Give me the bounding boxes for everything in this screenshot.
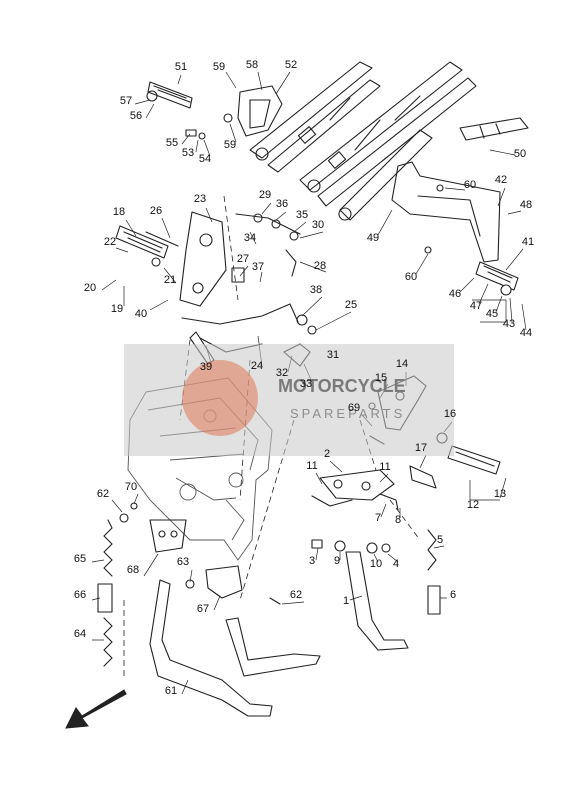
part-number-label: 32	[276, 367, 288, 379]
part-number-label: 59	[213, 61, 225, 73]
frame-rails	[249, 61, 477, 221]
part-number-label: 36	[276, 198, 288, 210]
part-number-label: 62	[97, 488, 109, 500]
part-number-label: 8	[395, 514, 401, 526]
part-number-label: 15	[375, 372, 387, 384]
part-number-label: 26	[150, 205, 162, 217]
part-number-label: 37	[252, 261, 264, 273]
part-number-label: 42	[495, 174, 507, 186]
part-number-label: 5	[437, 534, 443, 546]
part-number-label: 31	[327, 349, 339, 361]
part-number-label: 62	[290, 589, 302, 601]
part-number-label: 21	[164, 274, 176, 286]
part-number-label: 58	[246, 59, 258, 71]
part-number-label: 18	[113, 206, 125, 218]
part-number-label: 61	[165, 685, 177, 697]
part-number-label: 41	[522, 236, 534, 248]
rear-footrest-left	[134, 71, 291, 157]
part-number-label: 11	[306, 460, 317, 472]
direction-arrow-icon	[65, 689, 127, 729]
part-number-label: 43	[503, 318, 515, 330]
part-number-label: 20	[84, 282, 96, 294]
part-number-label: 60	[405, 271, 417, 283]
part-number-label: 46	[449, 288, 461, 300]
part-number-label: 35	[296, 209, 308, 221]
part-number-label: 7	[375, 512, 381, 524]
part-number-label: 2	[324, 448, 330, 460]
part-number-label: 50	[514, 148, 526, 160]
part-number-label: 45	[486, 308, 498, 320]
part-number-label: 16	[444, 408, 456, 420]
part-number-label: 67	[197, 603, 209, 615]
part-number-label: 33	[300, 378, 312, 390]
part-number-label: 56	[130, 110, 142, 122]
part-number-label: 39	[200, 361, 212, 373]
part-number-label: 49	[367, 232, 379, 244]
part-number-label: 54	[199, 153, 211, 165]
part-number-label: 29	[259, 189, 271, 201]
part-number-label: 68	[127, 564, 139, 576]
part-number-label: 27	[237, 253, 249, 265]
part-number-label: 63	[177, 556, 189, 568]
part-number-label: 53	[182, 147, 194, 159]
rear-footrest-right	[377, 117, 529, 331]
part-number-label: 22	[104, 236, 116, 248]
part-number-label: 25	[345, 299, 357, 311]
part-number-label: 51	[175, 61, 187, 73]
part-number-label: 47	[470, 300, 482, 312]
part-number-label: 59	[224, 139, 236, 151]
watermark-title: MOTORCYCLE	[278, 376, 406, 396]
part-number-label: 12	[467, 499, 479, 511]
part-number-label: 34	[244, 232, 256, 244]
part-number-label: 65	[74, 553, 86, 565]
part-number-label: 40	[135, 308, 147, 320]
part-number-label: 4	[393, 558, 399, 570]
part-number-label: 48	[520, 199, 532, 211]
part-number-label: 30	[312, 219, 324, 231]
part-number-label: 70	[125, 481, 137, 493]
part-number-label: 23	[194, 193, 206, 205]
part-number-label: 13	[494, 488, 506, 500]
part-number-label: 24	[251, 360, 263, 372]
part-number-label: 38	[310, 284, 322, 296]
part-number-label: 69	[348, 402, 360, 414]
part-number-label: 55	[166, 137, 178, 149]
part-number-label: 44	[520, 327, 532, 339]
watermark: MOTORCYCLE SPAREPARTS	[124, 344, 454, 456]
part-number-label: 19	[111, 303, 123, 315]
part-number-label: 11	[379, 461, 390, 473]
part-number-label: 28	[314, 260, 326, 272]
part-number-label: 52	[285, 59, 297, 71]
part-number-label: 1	[343, 595, 349, 607]
part-number-label: 6	[450, 589, 456, 601]
side-stand	[311, 460, 447, 651]
part-number-label: 9	[334, 555, 340, 567]
watermark-subtitle: SPAREPARTS	[290, 406, 405, 421]
part-number-label: 57	[120, 95, 132, 107]
part-number-label: 17	[415, 442, 427, 454]
center-stand	[91, 493, 321, 717]
part-number-label: 64	[74, 628, 86, 640]
part-number-label: 3	[309, 555, 315, 567]
part-number-label: 66	[74, 589, 86, 601]
part-number-label: 14	[396, 358, 408, 370]
part-number-label: 10	[370, 558, 382, 570]
part-number-label: 60	[464, 179, 476, 191]
